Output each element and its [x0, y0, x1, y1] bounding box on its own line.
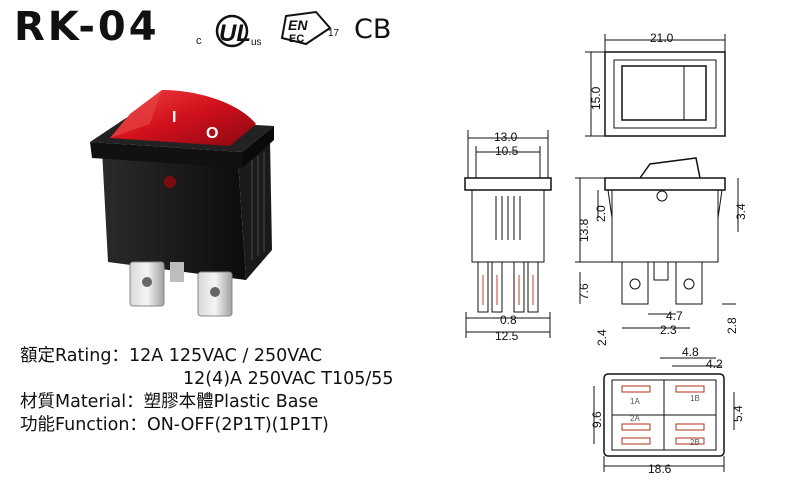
front-view-flange: [604, 177, 726, 191]
dim-front-23: 2.3: [660, 323, 677, 337]
terminal-2b: 2B: [690, 438, 700, 447]
side-view-ribs: [495, 196, 521, 240]
enec-ec-mark: EC: [289, 33, 304, 45]
rocker-switch-photo: I O: [90, 90, 274, 317]
terminal-1a: 1A: [630, 397, 640, 406]
side-view-body: [471, 189, 545, 263]
dim-side-bottom: 12.5: [495, 329, 519, 343]
ul-ring: [215, 14, 249, 48]
side-view: 13.0 10.5 0.8 12.5: [464, 130, 552, 343]
technical-drawings: 21.0 15.0 13.0 10.5 0.8 12.5: [464, 31, 748, 476]
top-view: 21.0 15.0: [585, 31, 726, 137]
dim-bottom-96: 9.6: [590, 411, 604, 428]
function-label: 功能Function：: [20, 415, 147, 435]
dim-front-24: 2.4: [595, 329, 609, 346]
enec-sub-text: 17: [328, 28, 340, 39]
dim-front-20: 2.0: [594, 205, 608, 222]
material-value: 塑膠本體Plastic Base: [143, 392, 319, 412]
rating-row-2: 12(4)A 250VAC T105/55: [20, 368, 394, 391]
switch-body: [102, 150, 246, 280]
dim-side-outer: 13.0: [494, 130, 518, 144]
function-row: 功能Function：ON-OFF(2P1T)(1P1T): [20, 414, 394, 437]
dim-front-height: 13.8: [577, 218, 591, 242]
dim-front-76: 7.6: [577, 283, 591, 300]
function-value: ON-OFF(2P1T)(1P1T): [146, 415, 329, 435]
dim-front-28: 2.8: [725, 317, 739, 334]
cb-certification-text: CB: [354, 14, 392, 45]
dim-bottom-54: 5.4: [731, 405, 745, 422]
enec-text: EN: [288, 17, 308, 33]
front-view-latch: [656, 190, 668, 202]
top-view-rocker: [621, 65, 707, 121]
ul-us-text: us: [251, 37, 262, 48]
body-latch: [164, 176, 176, 188]
ul-certification-logo: c UL us: [196, 14, 262, 48]
dim-front-47: 4.7: [666, 309, 683, 323]
top-view-outline: [604, 51, 726, 137]
dim-side-inner: 10.5: [495, 144, 519, 158]
side-view-flange: [464, 177, 552, 191]
rating-row: 額定Rating：12A 125VAC / 250VAC: [20, 345, 394, 368]
bottom-view-terminals: [621, 385, 705, 445]
rating-label: 額定Rating：: [20, 346, 129, 366]
specifications: 額定Rating：12A 125VAC / 250VAC 12(4)A 250V…: [20, 345, 394, 437]
bottom-view: 4.8 4.2 1A 2A 1B 2B 9.6 5.4 18.6: [590, 345, 745, 476]
dim-front-34: 3.4: [734, 203, 748, 220]
dim-top-height: 15.0: [589, 86, 603, 110]
dim-side-small: 0.8: [500, 313, 517, 327]
on-mark: I: [172, 109, 176, 126]
front-view-terminals: [621, 261, 703, 305]
side-ribs: [251, 152, 265, 260]
switch-bezel-front: [90, 142, 242, 168]
bottom-view-outline: [603, 373, 725, 457]
front-view: 13.8 2.0 7.6 3.4 4.7 2.3 2.4 2.8: [575, 157, 748, 346]
dim-bottom-42: 4.2: [706, 357, 723, 371]
enec-outline: [280, 10, 332, 46]
front-view-rocker: [639, 157, 701, 179]
terminal-1b: 1B: [690, 394, 700, 403]
rocker-highlight: [110, 90, 162, 138]
ul-mark: UL: [219, 20, 251, 47]
model-title: RK-04: [14, 4, 160, 50]
top-view-bezel: [613, 59, 717, 129]
front-view-body: [611, 189, 719, 263]
rating-value-2: 12(4)A 250VAC T105/55: [183, 369, 394, 389]
dim-top-width: 21.0: [650, 31, 674, 45]
switch-bezel-side: [242, 126, 274, 168]
dim-bottom-48: 4.8: [682, 345, 699, 359]
material-row: 材質Material：塑膠本體Plastic Base: [20, 391, 394, 414]
terminals: [129, 261, 233, 317]
material-label: 材質Material：: [20, 392, 144, 412]
enec-certification-logo: EN EC 17: [280, 10, 340, 46]
dim-bottom-186: 18.6: [648, 462, 672, 476]
side-view-terminals: [477, 261, 539, 313]
ul-c-text: c: [196, 35, 202, 47]
terminal-2a: 2A: [630, 414, 640, 423]
off-mark: O: [206, 125, 218, 142]
rating-value-1: 12A 125VAC / 250VAC: [128, 346, 323, 366]
